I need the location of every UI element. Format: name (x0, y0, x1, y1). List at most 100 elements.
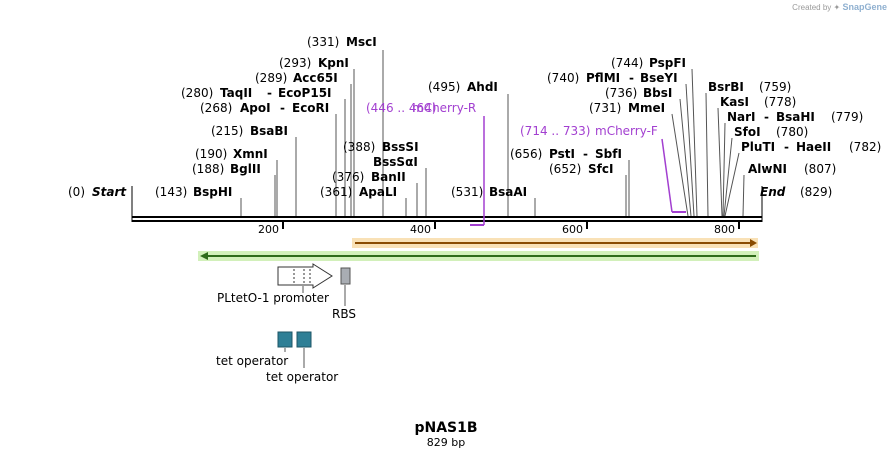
rbs-box-icon (340, 267, 351, 285)
primer-leader (661, 138, 673, 213)
svg-text:HaeII: HaeII (796, 140, 831, 154)
operator-box-icon (277, 331, 293, 348)
svg-text:PstI: PstI (549, 147, 575, 161)
svg-text:(376): (376) (332, 170, 364, 184)
site-label-ahdi[interactable]: (495) AhdI (428, 80, 498, 94)
svg-text:(656): (656) (510, 147, 542, 161)
svg-text:BbsI: BbsI (643, 86, 672, 100)
svg-text:(736): (736) (605, 86, 637, 100)
ruler-label: 800 (714, 223, 735, 236)
site-label-xmni[interactable]: (190) XmnI (195, 147, 268, 161)
site-label-acc65i[interactable]: (289) Acc65I (255, 71, 338, 85)
feature-label: tet operator (216, 354, 288, 368)
svg-text:(280): (280) (181, 86, 213, 100)
svg-text:(780): (780) (776, 125, 808, 139)
site-label-pluti-haeii[interactable]: PluTI - HaeII (782) (741, 140, 881, 154)
orf-arrowhead-right-icon (750, 239, 757, 247)
operator-box-icon (296, 331, 312, 348)
site-label-apali[interactable]: (361) ApaLI (320, 185, 397, 199)
feature-tet-operator-2[interactable]: tet operator (266, 331, 338, 384)
svg-text:BsaBI: BsaBI (250, 124, 288, 138)
orf-forward[interactable] (352, 238, 758, 248)
svg-text:(531): (531) (451, 185, 483, 199)
site-label-sfoi[interactable]: SfoI (780) (734, 125, 808, 139)
site-label-msci[interactable]: (331) MscI (307, 35, 377, 49)
orf-reverse[interactable] (198, 251, 759, 261)
svg-text:(778): (778) (764, 95, 796, 109)
svg-text:(714 .. 733): (714 .. 733) (520, 124, 590, 138)
svg-text:AlwNI: AlwNI (748, 162, 787, 176)
feature-promoter[interactable]: PLtetO-1 promoter (217, 263, 333, 305)
svg-text:-: - (280, 101, 285, 115)
svg-text:(446 .. 464): (446 .. 464) (366, 101, 436, 115)
svg-text:BsaAI: BsaAI (489, 185, 527, 199)
svg-text:(779): (779) (831, 110, 863, 124)
site-label-nari-bsahi[interactable]: NarI - BsaHI (779) (727, 110, 863, 124)
svg-text:(782): (782) (849, 140, 881, 154)
svg-text:SfcI: SfcI (588, 162, 613, 176)
credit-brand: SnapGene (842, 2, 887, 12)
svg-text:EcoRI: EcoRI (292, 101, 329, 115)
ruler: 200 400 600 800 (258, 222, 740, 236)
svg-text:(331): (331) (307, 35, 339, 49)
site-label-pflmi-bseyi[interactable]: (740) PflMI - BseYI (547, 71, 678, 85)
svg-text:BspHI: BspHI (193, 185, 232, 199)
svg-text:BanII: BanII (371, 170, 406, 184)
svg-text:ApaLI: ApaLI (359, 185, 397, 199)
primer-mcherry-f[interactable]: (714 .. 733) mCherry-F (520, 124, 686, 213)
svg-text:(289): (289) (255, 71, 287, 85)
svg-text:-: - (784, 140, 789, 154)
site-label-banii[interactable]: (376) BanII (332, 170, 406, 184)
svg-text:BsrBI: BsrBI (708, 80, 744, 94)
svg-text:BssSI: BssSI (382, 140, 419, 154)
svg-text:-: - (629, 71, 634, 85)
svg-text:mCherry-F: mCherry-F (595, 124, 658, 138)
site-label-taqii-ecop15i[interactable]: (280) TaqII - EcoP15I (181, 86, 332, 100)
site-label-bsrbi[interactable]: BsrBI (759) (708, 80, 791, 94)
credit-prefix: Created by (792, 3, 832, 12)
svg-text:(143): (143) (155, 185, 187, 199)
feature-label: RBS (332, 307, 356, 321)
end-label: End (760, 185, 786, 199)
site-label-bsphi[interactable]: (143) BspHI (155, 185, 232, 199)
site-label-mmei[interactable]: (731) MmeI (589, 101, 665, 115)
primer-mcherry-r[interactable]: (446 .. 464) mCherry-R (366, 101, 485, 226)
site-label-psti-sbfi[interactable]: (656) PstI - SbfI (510, 147, 622, 161)
svg-text:-: - (583, 147, 588, 161)
ruler-label: 200 (258, 223, 279, 236)
site-label-kasi[interactable]: KasI (778) (720, 95, 796, 109)
site-label-apoi-ecori[interactable]: (268) ApoI - EcoRI (200, 101, 329, 115)
svg-text:AhdI: AhdI (467, 80, 498, 94)
site-label-bsaai[interactable]: (531) BsaAI (451, 185, 527, 199)
site-label-bbsi[interactable]: (736) BbsI (605, 86, 672, 100)
svg-text:(215): (215) (211, 124, 243, 138)
site-label-bglii[interactable]: (188) BglII (192, 162, 261, 176)
svg-text:ApoI: ApoI (240, 101, 271, 115)
feature-label: tet operator (266, 370, 338, 384)
svg-text:-: - (267, 86, 272, 100)
site-label-sfci[interactable]: (652) SfcI (549, 162, 613, 176)
site-label-bsssi[interactable]: (388) BssSI BssSαI (343, 140, 419, 169)
site-label-pspfi[interactable]: (744) PspFI (611, 56, 686, 70)
svg-text:BglII: BglII (230, 162, 261, 176)
site-label-kpni[interactable]: (293) KpnI (279, 56, 349, 70)
ruler-label: 600 (562, 223, 583, 236)
svg-text:NarI: NarI (727, 110, 756, 124)
promoter-arrow-icon (277, 263, 333, 289)
svg-text:-: - (764, 110, 769, 124)
plasmid-name: pNAS1B (414, 420, 477, 436)
svg-text:TaqII: TaqII (220, 86, 252, 100)
site-label-alwni[interactable]: AlwNI (807) (748, 162, 836, 176)
svg-text:BsaHI: BsaHI (776, 110, 815, 124)
svg-text:BseYI: BseYI (640, 71, 678, 85)
svg-text:(740): (740) (547, 71, 579, 85)
svg-text:Acc65I: Acc65I (293, 71, 338, 85)
svg-text:(388): (388) (343, 140, 375, 154)
svg-text:mCherry-R: mCherry-R (412, 101, 476, 115)
feature-rbs[interactable]: RBS (332, 267, 356, 321)
svg-text:PflMI: PflMI (586, 71, 620, 85)
svg-text:(731): (731) (589, 101, 621, 115)
site-label-bsabi[interactable]: (215) BsaBI (211, 124, 288, 138)
feature-tet-operator-1[interactable]: tet operator (216, 331, 293, 368)
